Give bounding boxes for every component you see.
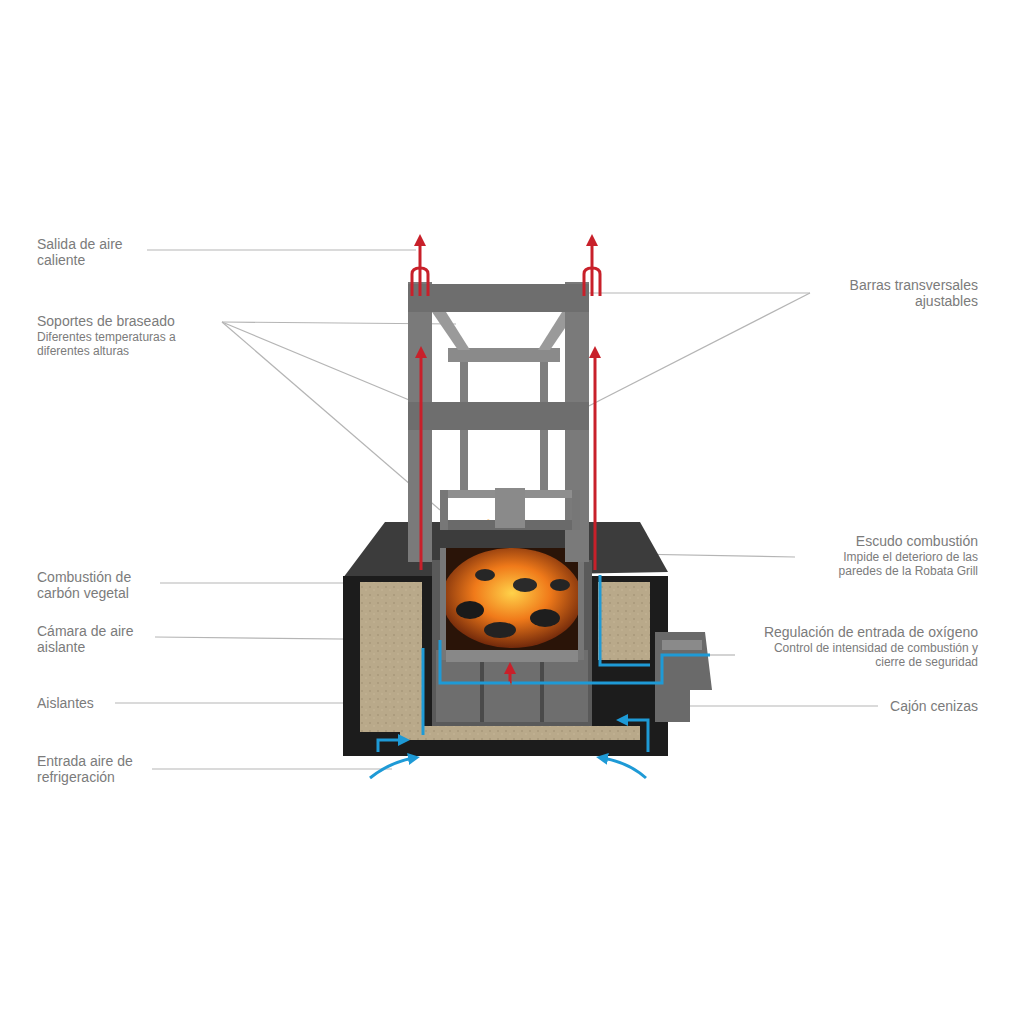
callout-label: Cajón cenizas xyxy=(818,698,978,714)
brazing-supports xyxy=(408,284,589,312)
callout-label: Aislantes xyxy=(37,695,157,711)
charcoal-fire xyxy=(530,609,560,627)
ash-drawer xyxy=(655,632,712,722)
brazing-supports xyxy=(432,312,470,350)
charcoal-fire xyxy=(442,548,582,652)
hot-air-arrow xyxy=(420,352,423,570)
brazing-supports xyxy=(440,490,448,530)
ash-drawer xyxy=(655,632,712,722)
cooling-air-arrow xyxy=(422,648,425,735)
grill-housing xyxy=(400,726,640,740)
hot-air-arrow xyxy=(412,268,428,296)
charcoal-fire xyxy=(550,579,570,591)
cooling-air-arrow xyxy=(512,655,710,683)
callout-note: Control de intensidad de combustión y ci… xyxy=(773,641,978,669)
cooling-air-arrow xyxy=(602,758,646,778)
charcoal-fire xyxy=(475,569,495,581)
hot-air-arrow xyxy=(594,352,597,570)
grill-housing xyxy=(598,582,650,660)
cooling-air-arrow xyxy=(600,575,650,665)
leader-line xyxy=(222,322,440,510)
callout-label: Soportes de braseado xyxy=(37,313,257,329)
charcoal-fire xyxy=(513,578,537,592)
charcoal-fire xyxy=(456,601,484,619)
callout-label: Salida de aire caliente xyxy=(37,236,157,268)
hot-air-arrow xyxy=(509,668,512,683)
hot-air-arrow xyxy=(584,268,600,296)
callout-label: Regulación de entrada de oxígeno xyxy=(698,624,978,640)
leader-line xyxy=(152,768,392,769)
charcoal-fire xyxy=(578,548,584,660)
callout-note: Diferentes temperaturas a diferentes alt… xyxy=(37,330,212,358)
grill-housing xyxy=(343,522,668,756)
callout-label: Entrada aire de refrigeración xyxy=(37,753,159,785)
brazing-supports xyxy=(495,488,525,528)
callout-label: Escudo combustión xyxy=(758,533,978,549)
callout-note: Impide el deterioro de las paredes de la… xyxy=(798,550,978,578)
charcoal-fire xyxy=(484,622,516,638)
leader-line xyxy=(115,250,878,769)
leader-line xyxy=(688,705,878,706)
charcoal-fire xyxy=(440,516,584,662)
leader-line xyxy=(147,249,416,250)
leader-line xyxy=(577,292,810,293)
cooling-air-arrow xyxy=(622,720,648,752)
grill-housing xyxy=(360,582,422,732)
cooling-air-arrow xyxy=(370,575,710,778)
charcoal-fire xyxy=(446,650,578,662)
cooling-air-arrow xyxy=(378,740,404,752)
callout-label: Combustión de carbón vegetal xyxy=(37,569,155,601)
brazing-supports xyxy=(572,490,580,530)
brazing-supports xyxy=(408,282,589,562)
charcoal-fire xyxy=(442,548,582,648)
leader-line xyxy=(222,322,438,412)
callout-label: Barras transversales ajustables xyxy=(833,277,978,309)
cooling-air-arrow xyxy=(370,758,414,778)
grill-housing xyxy=(436,650,588,722)
callout-label: Cámara de aire aislante xyxy=(37,623,157,655)
cooling-air-arrow xyxy=(440,640,510,683)
brazing-supports xyxy=(448,348,560,362)
brazing-supports xyxy=(408,402,589,430)
leader-line xyxy=(577,293,810,412)
hot-air-arrow xyxy=(412,240,600,683)
ash-drawer xyxy=(662,640,702,650)
